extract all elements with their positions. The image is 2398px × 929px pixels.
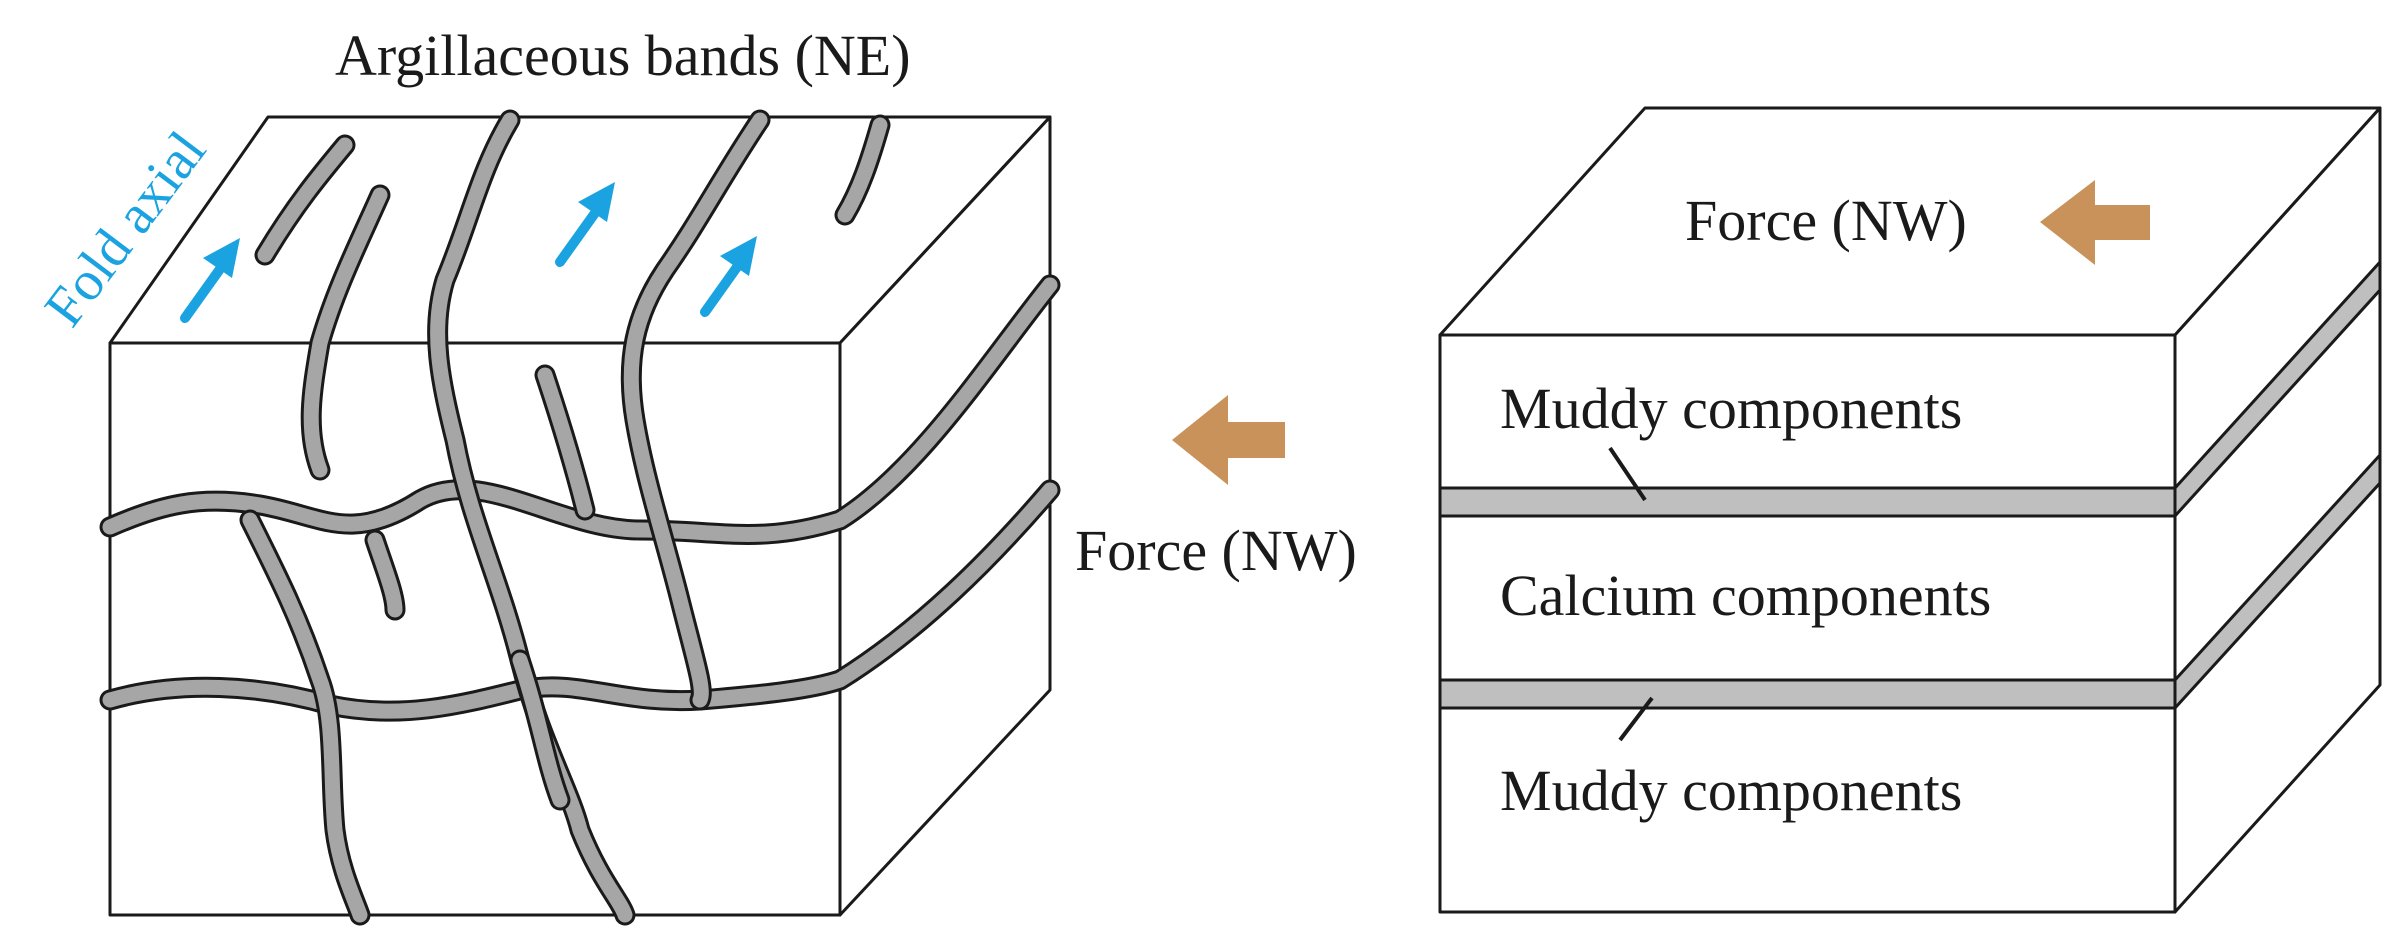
muddy-layer-lower (1438, 451, 2382, 712)
fold-axial-arrows (180, 182, 757, 323)
right-layered-block: Muddy components Calcium components Mudd… (1438, 106, 2382, 914)
calcium-components-label: Calcium components (1500, 563, 1991, 628)
center-force: Force (NW) (1075, 395, 1357, 583)
left-block-front-face (108, 341, 842, 917)
argillaceous-bands-label: Argillaceous bands (NE) (335, 23, 911, 88)
muddy-components-lower-label: Muddy components (1500, 758, 1962, 823)
argillaceous-bands (99, 109, 1061, 926)
top-force: Force (NW) (1685, 180, 2150, 265)
muddy-layer-upper (1438, 258, 2382, 520)
right-block-front-face (1438, 333, 2177, 914)
force-center-label: Force (NW) (1075, 518, 1357, 583)
arrow-left-icon (1172, 395, 1285, 485)
arrow-left-icon (2040, 180, 2150, 265)
arrow-up-right-icon (700, 236, 757, 317)
muddy-components-upper-label: Muddy components (1500, 376, 1962, 441)
arrow-up-right-icon (555, 182, 615, 267)
leader-line-upper (1608, 446, 1647, 502)
band-fill (102, 277, 1058, 542)
left-folded-block: Argillaceous bands (NE) Fold axial (33, 23, 1061, 926)
leader-line-lower (1618, 696, 1654, 742)
force-top-label: Force (NW) (1685, 188, 1967, 253)
arrow-up-right-icon (180, 238, 240, 323)
